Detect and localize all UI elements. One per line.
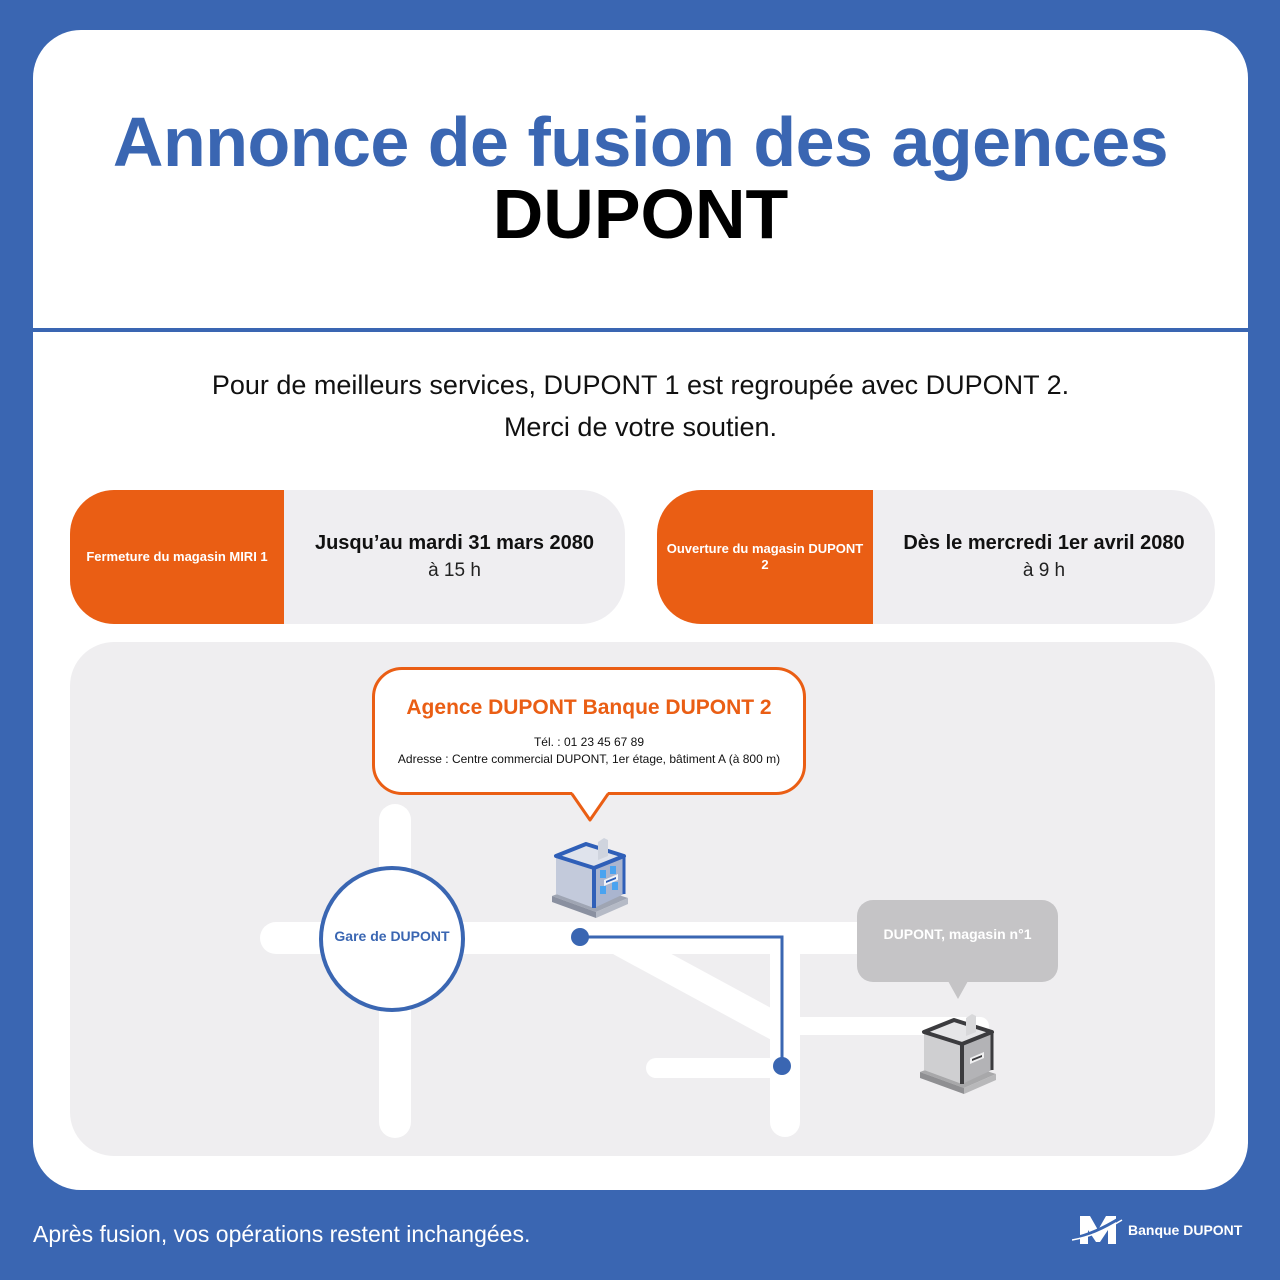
opening-label: Ouverture du magasin DUPONT 2: [657, 490, 873, 624]
building-old-store-icon: [920, 1014, 996, 1094]
intro-line-1: Pour de meilleurs services, DUPONT 1 est…: [211, 370, 1070, 400]
opening-info-card: Ouverture du magasin DUPONT 2 Dès le mer…: [657, 490, 1215, 624]
intro-text: Pour de meilleurs services, DUPONT 1 est…: [33, 364, 1248, 448]
page-subtitle: DUPONT: [492, 175, 789, 253]
bank-name: Banque DUPONT: [1128, 1222, 1243, 1238]
header-divider: [33, 328, 1248, 332]
new-agency-address: Adresse : Centre commercial DUPONT, 1er …: [397, 752, 781, 766]
header: Annonce de fusion des agences DUPONT: [33, 30, 1248, 328]
callout-tail-icon: [570, 792, 610, 822]
opening-value: Dès le mercredi 1er avril 2080 à 9 h: [873, 490, 1215, 624]
closure-time: à 15 h: [428, 560, 481, 581]
station-label: Gare de DUPONT: [334, 928, 450, 944]
building-new-agency-icon: [552, 838, 628, 918]
page-title: Annonce de fusion des agences: [112, 103, 1169, 181]
old-callout-tail-icon: [948, 981, 968, 999]
closure-value: Jusqu’au mardi 31 mars 2080 à 15 h: [284, 490, 625, 624]
old-store-label: DUPONT, magasin n°1: [883, 926, 1032, 942]
bank-logo-m-icon: [1072, 1216, 1123, 1244]
closure-label: Fermeture du magasin MIRI 1: [70, 490, 284, 624]
location-map: Agence DUPONT Banque DUPONT 2 Tél. : 01 …: [70, 642, 1215, 1156]
station-marker: Gare de DUPONT: [319, 866, 465, 1012]
opening-date: Dès le mercredi 1er avril 2080: [903, 532, 1185, 554]
new-agency-phone: Tél. : 01 23 45 67 89: [533, 735, 645, 749]
footer-note: Après fusion, vos opérations restent inc…: [33, 1221, 531, 1247]
opening-time: à 9 h: [1022, 560, 1066, 581]
route-start-dot: [571, 928, 589, 946]
new-agency-callout: Agence DUPONT Banque DUPONT 2 Tél. : 01 …: [372, 667, 806, 795]
route-end-dot: [773, 1057, 791, 1075]
closure-date: Jusqu’au mardi 31 mars 2080: [314, 532, 595, 554]
bank-logo: Banque DUPONT: [1072, 1212, 1242, 1248]
new-agency-name: Agence DUPONT Banque DUPONT 2: [406, 696, 772, 719]
old-store-callout: DUPONT, magasin n°1: [857, 900, 1058, 982]
announcement-card: Annonce de fusion des agences DUPONT Pou…: [33, 30, 1248, 1190]
closure-info-card: Fermeture du magasin MIRI 1 Jusqu’au mar…: [70, 490, 625, 624]
intro-line-2: Merci de votre soutien.: [503, 412, 778, 442]
